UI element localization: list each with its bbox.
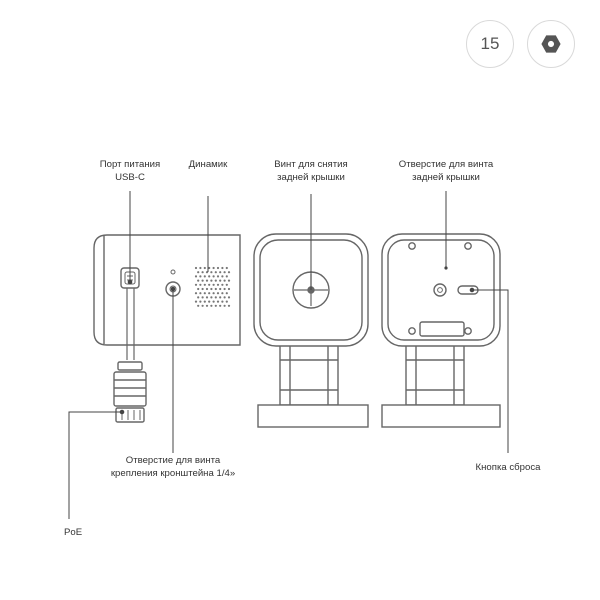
speaker-hole bbox=[225, 275, 228, 278]
speaker-hole bbox=[194, 300, 198, 303]
usb-port-label: Порт питания USB-C bbox=[99, 159, 161, 183]
back-cover-screw-hole-label: Отверстие для винта задней крышки bbox=[398, 159, 494, 183]
speaker-hole bbox=[223, 296, 226, 299]
reset-button-label: Кнопка сброса bbox=[475, 462, 541, 473]
speaker-hole bbox=[208, 300, 211, 303]
speaker-hole bbox=[210, 296, 213, 299]
speaker-hole bbox=[216, 300, 220, 303]
speaker-hole bbox=[203, 283, 206, 286]
speaker-hole bbox=[201, 271, 204, 274]
camera-back-view-reset bbox=[381, 233, 501, 428]
speaker-hole bbox=[205, 279, 209, 282]
speaker-hole bbox=[194, 275, 198, 278]
speaker-hole bbox=[219, 279, 222, 282]
speaker-hole bbox=[208, 283, 211, 286]
speaker-hole bbox=[216, 266, 220, 270]
speaker-hole bbox=[221, 300, 224, 303]
speaker-hole bbox=[201, 287, 204, 291]
speaker-hole bbox=[212, 275, 215, 278]
speaker-hole bbox=[205, 304, 209, 307]
speaker-hole bbox=[223, 287, 226, 291]
speaker-hole bbox=[194, 283, 198, 286]
speaker-hole bbox=[227, 279, 231, 282]
speaker-hole bbox=[221, 292, 224, 295]
speaker-hole bbox=[225, 292, 228, 295]
page-number-badge: 15 bbox=[466, 20, 514, 68]
speaker-hole bbox=[227, 304, 231, 307]
speaker-hole bbox=[197, 271, 200, 274]
speaker-hole bbox=[210, 271, 213, 274]
speaker-hole bbox=[203, 300, 206, 303]
speaker-hole bbox=[212, 283, 215, 286]
speaker-hole bbox=[212, 292, 215, 295]
speaker-hole bbox=[223, 271, 226, 274]
speaker-hole bbox=[223, 304, 226, 307]
speaker-hole bbox=[205, 287, 209, 291]
speaker-hole bbox=[221, 283, 224, 286]
speaker-hole bbox=[199, 266, 202, 270]
speaker-hole bbox=[216, 292, 220, 295]
speaker-hole bbox=[212, 300, 215, 303]
speaker-hole bbox=[212, 266, 215, 270]
speaker-hole bbox=[227, 287, 231, 291]
hex-nut-icon bbox=[541, 35, 561, 53]
page-number: 15 bbox=[480, 34, 500, 53]
callout-lines bbox=[68, 191, 509, 519]
back-cover-screw-label: Винт для снятия задней крышки bbox=[274, 159, 348, 183]
speaker-hole bbox=[194, 266, 198, 270]
speaker-hole bbox=[227, 296, 231, 299]
speaker-hole bbox=[219, 296, 222, 299]
speaker-hole bbox=[214, 271, 217, 274]
speaker-hole bbox=[216, 283, 220, 286]
speaker-hole bbox=[201, 304, 204, 307]
speaker-hole bbox=[201, 279, 204, 282]
speaker-hole bbox=[199, 300, 202, 303]
poe-label: PoE bbox=[64, 527, 83, 538]
speaker-hole bbox=[221, 275, 224, 278]
speaker-hole bbox=[208, 275, 211, 278]
speaker-hole bbox=[210, 304, 213, 307]
speaker-hole bbox=[219, 271, 222, 274]
speaker-hole bbox=[197, 296, 200, 299]
speaker-hole bbox=[199, 292, 202, 295]
speaker-hole bbox=[208, 292, 211, 295]
bracket-mount-hole-label: Отверстие для винта крепления кронштейна… bbox=[110, 455, 236, 479]
speaker-hole bbox=[219, 304, 222, 307]
speaker-hole bbox=[219, 287, 222, 291]
speaker-hole bbox=[216, 275, 220, 278]
speaker-grille bbox=[194, 266, 231, 307]
speaker-hole bbox=[208, 266, 211, 270]
speaker-hole bbox=[210, 287, 213, 291]
speaker-hole bbox=[203, 266, 206, 270]
speaker-hole bbox=[197, 279, 200, 282]
speaker-hole bbox=[197, 287, 200, 291]
speaker-hole bbox=[199, 275, 202, 278]
speaker-hole bbox=[225, 283, 228, 286]
speaker-label: Динамик bbox=[188, 159, 228, 170]
speaker-hole bbox=[223, 279, 226, 282]
speaker-hole bbox=[225, 300, 228, 303]
speaker-hole bbox=[210, 279, 213, 282]
speaker-hole bbox=[214, 287, 217, 291]
speaker-hole bbox=[203, 275, 206, 278]
speaker-hole bbox=[199, 283, 202, 286]
speaker-hole bbox=[214, 304, 217, 307]
speaker-hole bbox=[201, 296, 204, 299]
speaker-hole bbox=[221, 266, 224, 270]
speaker-hole bbox=[214, 296, 217, 299]
speaker-hole bbox=[205, 296, 209, 299]
speaker-hole bbox=[225, 266, 228, 270]
speaker-hole bbox=[197, 304, 200, 307]
speaker-hole bbox=[214, 279, 217, 282]
speaker-hole bbox=[203, 292, 206, 295]
tool-badge bbox=[527, 20, 575, 68]
speaker-hole bbox=[194, 292, 198, 295]
speaker-hole bbox=[227, 271, 231, 274]
camera-side-view bbox=[93, 234, 241, 423]
